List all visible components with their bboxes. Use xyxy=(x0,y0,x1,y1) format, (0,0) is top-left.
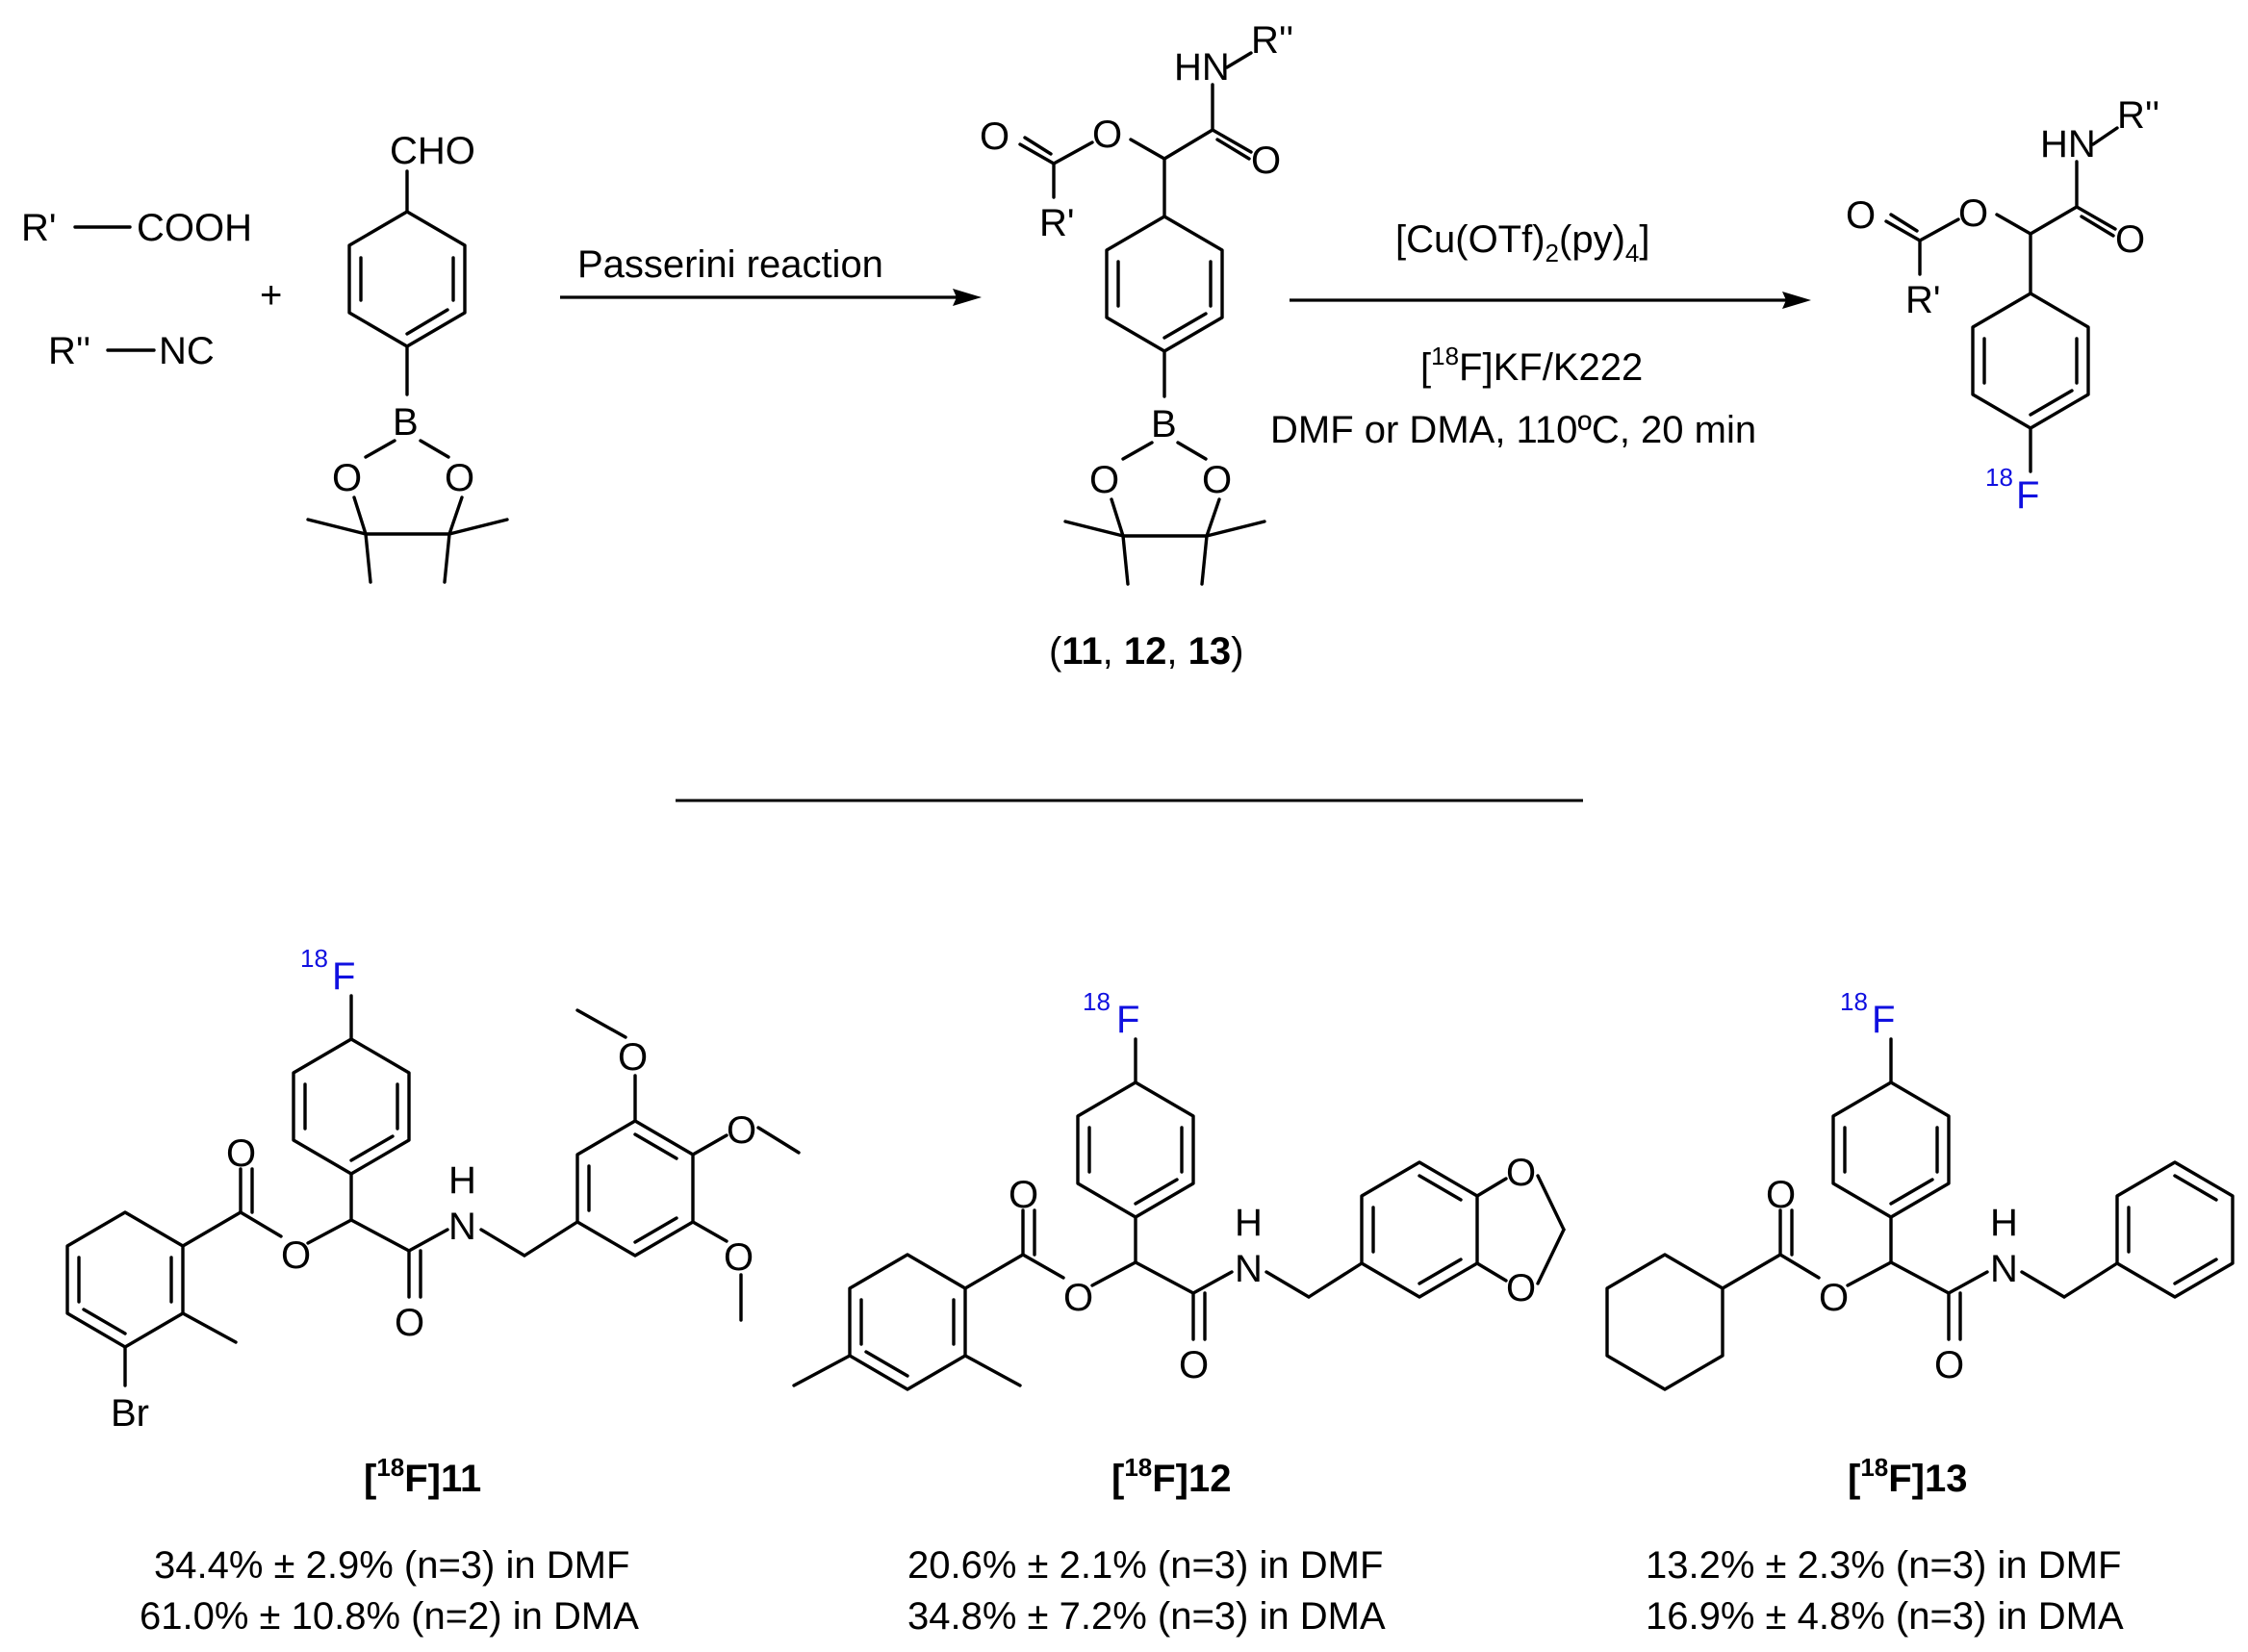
intermediate-benzene-ring xyxy=(1105,215,1224,353)
intermediate-compound-numbers: (11, 12, 13) xyxy=(1049,630,1243,673)
f18-superscript-11: 18 xyxy=(300,944,328,973)
compound-11-structure: 18 F O O Br O H N xyxy=(65,944,801,1435)
arrow1-label: Passerini reaction xyxy=(577,243,883,286)
intermediate-o-left: O xyxy=(1089,459,1119,501)
arrow2-label-bottom: DMF or DMA, 110ºC, 20 min xyxy=(1270,409,1756,451)
oxygen-label-right: O xyxy=(445,457,474,499)
isocyanide-nc-label: NC xyxy=(159,330,215,372)
f18-label-11: F xyxy=(332,955,355,998)
amide-h-13: H xyxy=(1990,1202,2018,1244)
amide-n-11: N xyxy=(448,1206,476,1248)
intermediate-r1-label: R' xyxy=(1039,202,1075,244)
ester-o-12: O xyxy=(1063,1277,1093,1319)
product-carbonyl-o: O xyxy=(2115,218,2145,261)
fluorophenyl-ring-11 xyxy=(292,1037,411,1176)
product-r2-label: R'' xyxy=(2117,94,2159,137)
product-benzene-ring xyxy=(1971,292,2090,430)
cyclohexyl-ring-13 xyxy=(1605,1253,1724,1391)
methoxy-o-bottom-11: O xyxy=(724,1236,754,1279)
compound-12-yield-dma: 34.8% ± 7.2% (n=3) in DMA xyxy=(907,1595,1386,1638)
bromotoluyl-ring-11 xyxy=(65,1210,185,1349)
product-structure: HN R'' O O O R' 18 F xyxy=(1846,94,2159,517)
amide-o-13: O xyxy=(1934,1344,1964,1386)
ester-carbonyl-o-12: O xyxy=(1009,1174,1038,1216)
compound-12-structure: 18 F O O O H N O O xyxy=(792,987,1566,1391)
boron-label: B xyxy=(393,401,419,444)
compound-12-name: [18F]12 xyxy=(1111,1453,1232,1500)
compound-13-yield-dmf: 13.2% ± 2.3% (n=3) in DMF xyxy=(1646,1544,2121,1587)
dioxole-o-top-12: O xyxy=(1506,1152,1536,1194)
ester-o-13: O xyxy=(1819,1277,1849,1319)
fluorophenyl-ring-12 xyxy=(1076,1080,1195,1219)
ester-o-11: O xyxy=(281,1234,311,1277)
aldehyde-boronate-structure: CHO B O O xyxy=(306,130,509,584)
compound-13-yield-dma: 16.9% ± 4.8% (n=3) in DMA xyxy=(1646,1595,2124,1638)
amide-o-12: O xyxy=(1179,1344,1209,1386)
compound-11-name: [18F]11 xyxy=(364,1453,481,1500)
fluorophenyl-ring-13 xyxy=(1831,1080,1951,1219)
trimethoxyphenyl-ring-11 xyxy=(575,1119,695,1258)
product-r1-label: R' xyxy=(1905,279,1941,321)
compound-13-name: [18F]13 xyxy=(1848,1453,1968,1500)
acid-r-label: R' xyxy=(21,207,57,249)
bromine-label-11: Br xyxy=(111,1392,149,1435)
intermediate-boron-label: B xyxy=(1151,403,1177,445)
intermediate-r2-label: R'' xyxy=(1251,19,1293,62)
amide-n-12: N xyxy=(1235,1248,1263,1290)
product-ester-o: O xyxy=(1958,192,1988,235)
intermediate-ester-o: O xyxy=(1092,114,1122,156)
compound-12-yield-dmf: 20.6% ± 2.1% (n=3) in DMF xyxy=(907,1544,1383,1587)
f18-superscript-12: 18 xyxy=(1083,987,1111,1016)
compound-11-yield-dma: 61.0% ± 10.8% (n=2) in DMA xyxy=(140,1595,639,1638)
reactant-isocyanide: R'' NC xyxy=(48,330,215,372)
f18-label-12: F xyxy=(1116,999,1139,1041)
intermediate-structure: HN R'' O O O R' B O O xyxy=(980,19,1293,586)
acid-cooh-label: COOH xyxy=(137,207,252,249)
intermediate-o-right: O xyxy=(1202,459,1232,501)
compound-11-yield-dmf: 34.4% ± 2.9% (n=3) in DMF xyxy=(154,1544,629,1587)
intermediate-ester-carbonyl-o: O xyxy=(980,115,1009,158)
benzyl-ring-13 xyxy=(2115,1160,2235,1299)
product-f18-label: F xyxy=(2016,474,2039,517)
ester-carbonyl-o-11: O xyxy=(226,1132,256,1175)
product-ester-carbonyl-o: O xyxy=(1846,194,1876,237)
methoxy-o-mid-11: O xyxy=(727,1109,756,1152)
amide-n-13: N xyxy=(1990,1248,2018,1290)
reactant-carboxylic-acid: R' COOH xyxy=(21,207,252,249)
methoxy-o-top-11: O xyxy=(618,1036,648,1079)
oxygen-label-left: O xyxy=(332,457,362,499)
benzene-ring xyxy=(347,210,467,348)
f18-label-13: F xyxy=(1872,999,1895,1041)
arrow-radiofluorination: [Cu(OTf)2(py)4] [18F]KF/K222 DMF or DMA,… xyxy=(1270,218,1811,451)
amide-o-11: O xyxy=(395,1302,424,1344)
intermediate-nh-label: HN xyxy=(1174,46,1230,89)
amide-h-12: H xyxy=(1235,1202,1263,1244)
benzodioxole-ring-12 xyxy=(1360,1160,1479,1299)
arrow2-label-top: [Cu(OTf)2(py)4] xyxy=(1395,218,1650,267)
product-nh-label: HN xyxy=(2040,123,2096,165)
arrow2-label-mid: [18F]KF/K222 xyxy=(1420,342,1643,389)
product-f18-superscript: 18 xyxy=(1985,463,2013,492)
isocyanide-r-label: R'' xyxy=(48,330,90,372)
ester-carbonyl-o-13: O xyxy=(1766,1174,1796,1216)
dimethylphenyl-ring-12 xyxy=(848,1253,967,1391)
arrow-passerini: Passerini reaction xyxy=(560,243,982,306)
cho-label: CHO xyxy=(390,130,475,172)
amide-h-11: H xyxy=(448,1159,476,1202)
plus-sign: + xyxy=(260,274,282,317)
f18-superscript-13: 18 xyxy=(1840,987,1868,1016)
dioxole-o-bottom-12: O xyxy=(1506,1267,1536,1309)
intermediate-carbonyl-o: O xyxy=(1251,140,1281,182)
compound-13-structure: 18 F O O O H N xyxy=(1605,987,2235,1391)
